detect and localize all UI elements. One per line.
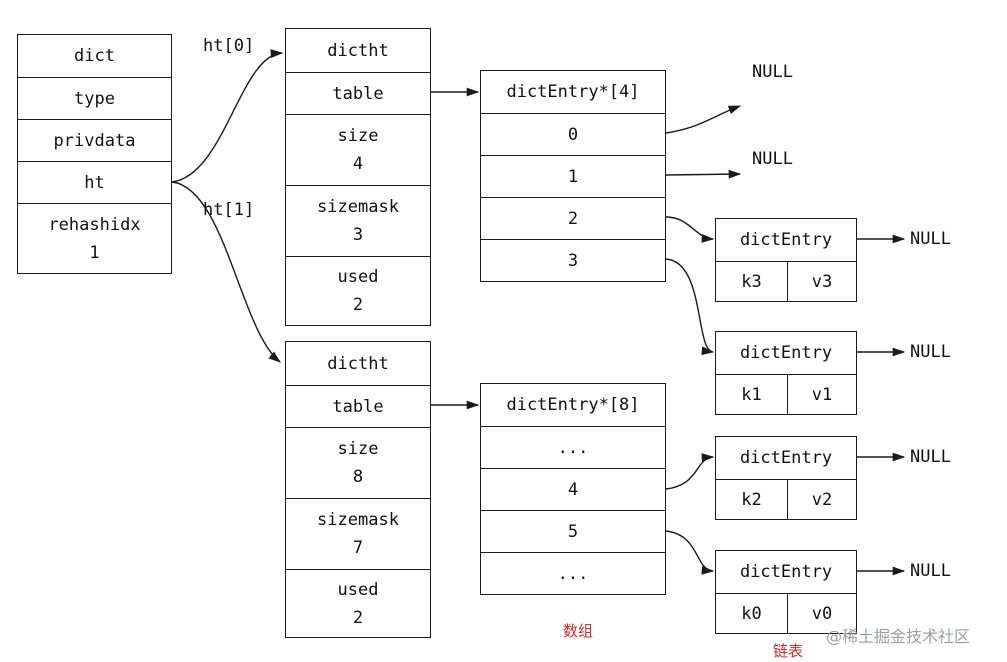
dictht-1-table: table xyxy=(286,385,430,427)
entry-key: k1 xyxy=(716,375,788,414)
dict-entry-kv: k0 v0 xyxy=(716,593,856,633)
dictht-0-table: table xyxy=(286,72,430,114)
bucket-slot: 4 xyxy=(481,468,665,510)
bucket-slot: 5 xyxy=(481,510,665,552)
bucket-array-8-title: dictEntry*[8] xyxy=(506,395,640,415)
null-label: NULL xyxy=(752,62,793,82)
dict-type-field: type xyxy=(18,77,171,119)
dict-entry-title: dictEntry xyxy=(739,448,833,468)
bucket-slot: 1 xyxy=(481,155,665,197)
entry-key: k3 xyxy=(716,262,788,301)
bucket-slot: 0 xyxy=(481,113,665,155)
arrow-slot5-to-entry-k0 xyxy=(665,530,715,575)
rehashidx-label: rehashidx xyxy=(48,214,141,235)
list-caption: 链表 xyxy=(773,642,804,660)
bucket-array-4-title: dictEntry*[4] xyxy=(506,82,640,102)
entry-key: k2 xyxy=(716,480,788,519)
ht0-pointer-label: ht[0] xyxy=(203,36,255,56)
entry-key: k0 xyxy=(716,594,788,633)
dict-struct: dict type privdata ht rehashidx 1 xyxy=(17,34,172,274)
arrow-slot1-to-null xyxy=(665,169,742,179)
watermark: @稀土掘金技术社区 xyxy=(826,627,971,646)
entry-value: v2 xyxy=(811,489,833,510)
dictht-1-title: dictht xyxy=(327,353,389,374)
null-label: NULL xyxy=(910,229,951,249)
null-label: NULL xyxy=(752,149,793,169)
entry-value: v3 xyxy=(811,271,833,292)
dict-entry: dictEntry k1 v1 xyxy=(715,331,857,415)
dict-entry-title: dictEntry xyxy=(739,343,833,363)
dict-ht-field: ht xyxy=(18,161,171,203)
dict-title: dict xyxy=(74,46,115,66)
dict-entry: dictEntry k0 v0 xyxy=(715,550,857,634)
arrow-slot2-to-entry-k3 xyxy=(665,216,715,243)
bucket-slot: ... xyxy=(481,426,665,468)
arrow-slot0-to-null xyxy=(665,105,742,134)
bucket-array-8: dictEntry*[8] ... 4 5 ... xyxy=(480,383,666,595)
dict-entry-kv: k1 v1 xyxy=(716,374,856,414)
null-label: NULL xyxy=(910,561,951,581)
ht1-pointer-label: ht[1] xyxy=(203,200,255,220)
array-caption: 数组 xyxy=(563,622,594,640)
dict-rehashidx-field: rehashidx 1 xyxy=(18,203,171,273)
dictht-0-title: dictht xyxy=(327,40,389,61)
bucket-array-4: dictEntry*[4] 0 1 2 3 xyxy=(480,70,666,282)
entry-value: v0 xyxy=(811,603,833,624)
dict-entry-kv: k2 v2 xyxy=(716,479,856,519)
dict-entry-title: dictEntry xyxy=(739,562,833,582)
entry-value: v1 xyxy=(811,384,833,405)
bucket-slot: 3 xyxy=(481,239,665,281)
bucket-slot: 2 xyxy=(481,197,665,239)
dict-privdata-field: privdata xyxy=(18,119,171,161)
null-label: NULL xyxy=(910,342,951,362)
arrow-slot3-to-entry-k1 xyxy=(665,258,715,356)
rehashidx-value: 1 xyxy=(89,242,100,263)
arrow-slot4-to-entry-k2 xyxy=(665,453,715,490)
arrow-ht-to-ht0 xyxy=(171,49,284,183)
dict-entry-title: dictEntry xyxy=(739,230,833,250)
dict-entry: dictEntry k3 v3 xyxy=(715,218,857,302)
arrow-ht-to-ht1 xyxy=(171,181,281,363)
dict-entry-kv: k3 v3 xyxy=(716,261,856,301)
null-label: NULL xyxy=(910,447,951,467)
bucket-slot: ... xyxy=(481,552,665,594)
dict-entry: dictEntry k2 v2 xyxy=(715,436,857,520)
